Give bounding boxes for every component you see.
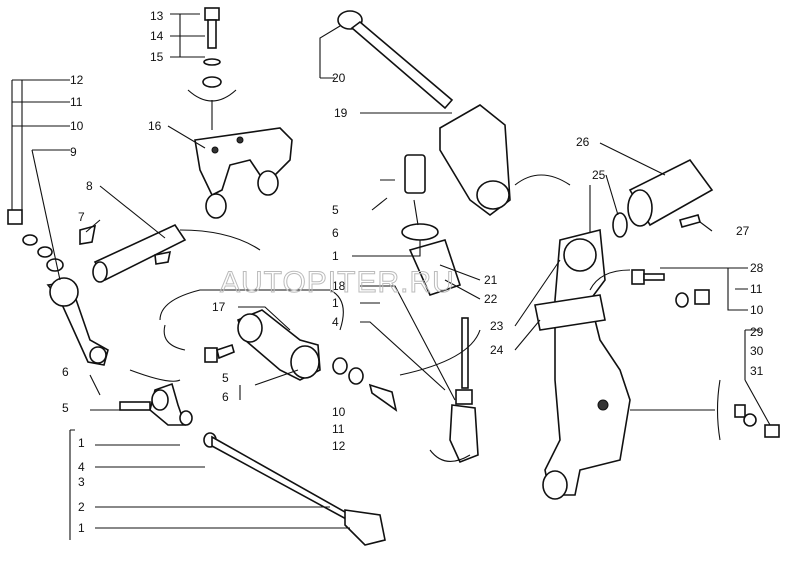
linkage-rod — [69, 374, 386, 546]
callout-2: 2 — [78, 500, 85, 514]
lever-17 — [159, 289, 398, 412]
callout-1: 1 — [78, 521, 85, 535]
callout-4: 4 — [78, 460, 85, 474]
callout-20: 20 — [332, 71, 346, 85]
callout-23: 23 — [490, 319, 504, 333]
callout-7: 7 — [78, 210, 85, 224]
bracket-16 — [167, 125, 293, 219]
callout-1: 1 — [78, 436, 85, 450]
callout-11: 11 — [332, 422, 345, 436]
callout-6: 6 — [222, 390, 229, 404]
bolt-28 — [631, 267, 780, 438]
callout-28: 28 — [750, 261, 764, 275]
callout-5: 5 — [222, 371, 229, 385]
callout-17: 17 — [212, 300, 226, 314]
callout-4: 4 — [332, 315, 339, 329]
callout-27: 27 — [736, 224, 750, 238]
rod-18 — [360, 285, 481, 464]
callout-24: 24 — [490, 343, 504, 357]
callout-10: 10 — [332, 405, 346, 419]
callout-25: 25 — [592, 168, 606, 182]
watermark: AUTOPITER.RU — [220, 266, 455, 299]
callout-6: 6 — [332, 226, 339, 240]
callout-labels: 1314151612111098720192625275612122181417… — [62, 9, 764, 535]
callout-31: 31 — [750, 364, 764, 378]
callout-9: 9 — [70, 145, 77, 159]
callout-30: 30 — [750, 344, 764, 358]
pedal-19 — [319, 10, 591, 256]
callout-10: 10 — [750, 303, 764, 317]
callout-16: 16 — [148, 119, 162, 133]
callout-12: 12 — [332, 439, 346, 453]
bushing-26 — [599, 142, 714, 238]
callout-1: 1 — [332, 249, 339, 263]
callout-3: 3 — [78, 475, 85, 489]
callout-26: 26 — [576, 135, 590, 149]
callout-21: 21 — [484, 273, 498, 287]
callout-5: 5 — [332, 203, 339, 217]
spring-21 — [352, 154, 481, 300]
callout-6: 6 — [62, 365, 69, 379]
callout-14: 14 — [150, 29, 164, 43]
bolt-13 — [170, 7, 237, 130]
shaft-8 — [79, 185, 261, 382]
callout-19: 19 — [334, 106, 348, 120]
callout-10: 10 — [70, 119, 84, 133]
callout-8: 8 — [86, 179, 93, 193]
callout-18: 18 — [332, 279, 346, 293]
callout-29: 29 — [750, 325, 764, 339]
lever-9 — [7, 79, 109, 366]
callout-15: 15 — [150, 50, 164, 64]
callout-1: 1 — [332, 296, 339, 310]
callout-22: 22 — [484, 292, 498, 306]
callout-5: 5 — [62, 401, 69, 415]
callout-12: 12 — [70, 73, 84, 87]
arm-24 — [514, 228, 721, 500]
callout-13: 13 — [150, 9, 164, 23]
callout-11: 11 — [70, 95, 83, 109]
callout-11: 11 — [750, 282, 763, 296]
